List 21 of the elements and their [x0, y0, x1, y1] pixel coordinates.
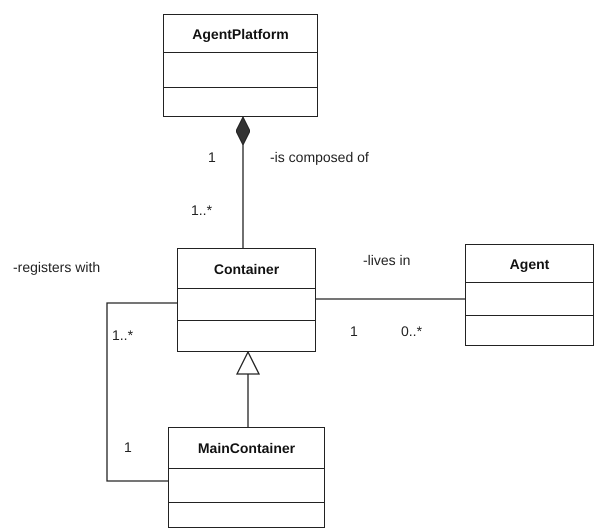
multiplicity-label: 0..*	[401, 323, 422, 339]
class-name: MainContainer	[198, 440, 296, 456]
generalization-arrow	[236, 351, 260, 427]
multiplicity-label: 1	[350, 323, 358, 339]
class-name: Container	[214, 260, 280, 276]
class-box	[168, 427, 325, 528]
edge-label: -lives in	[361, 252, 412, 268]
multiplicity-label: 1..*	[191, 202, 212, 218]
class-box	[163, 14, 318, 117]
composition-line	[236, 116, 250, 248]
association-line	[316, 298, 465, 300]
edge-label: -is composed of	[268, 149, 371, 165]
edge-label: -registers with	[11, 259, 102, 275]
class-name: AgentPlatform	[192, 26, 289, 42]
class-box	[177, 248, 316, 352]
class-name: Agent	[510, 256, 550, 272]
class-box	[465, 244, 594, 346]
association-line	[106, 302, 177, 482]
multiplicity-label: 1..*	[112, 327, 134, 343]
multiplicity-label: 1	[208, 149, 216, 165]
multiplicity-label: 1	[124, 439, 132, 455]
